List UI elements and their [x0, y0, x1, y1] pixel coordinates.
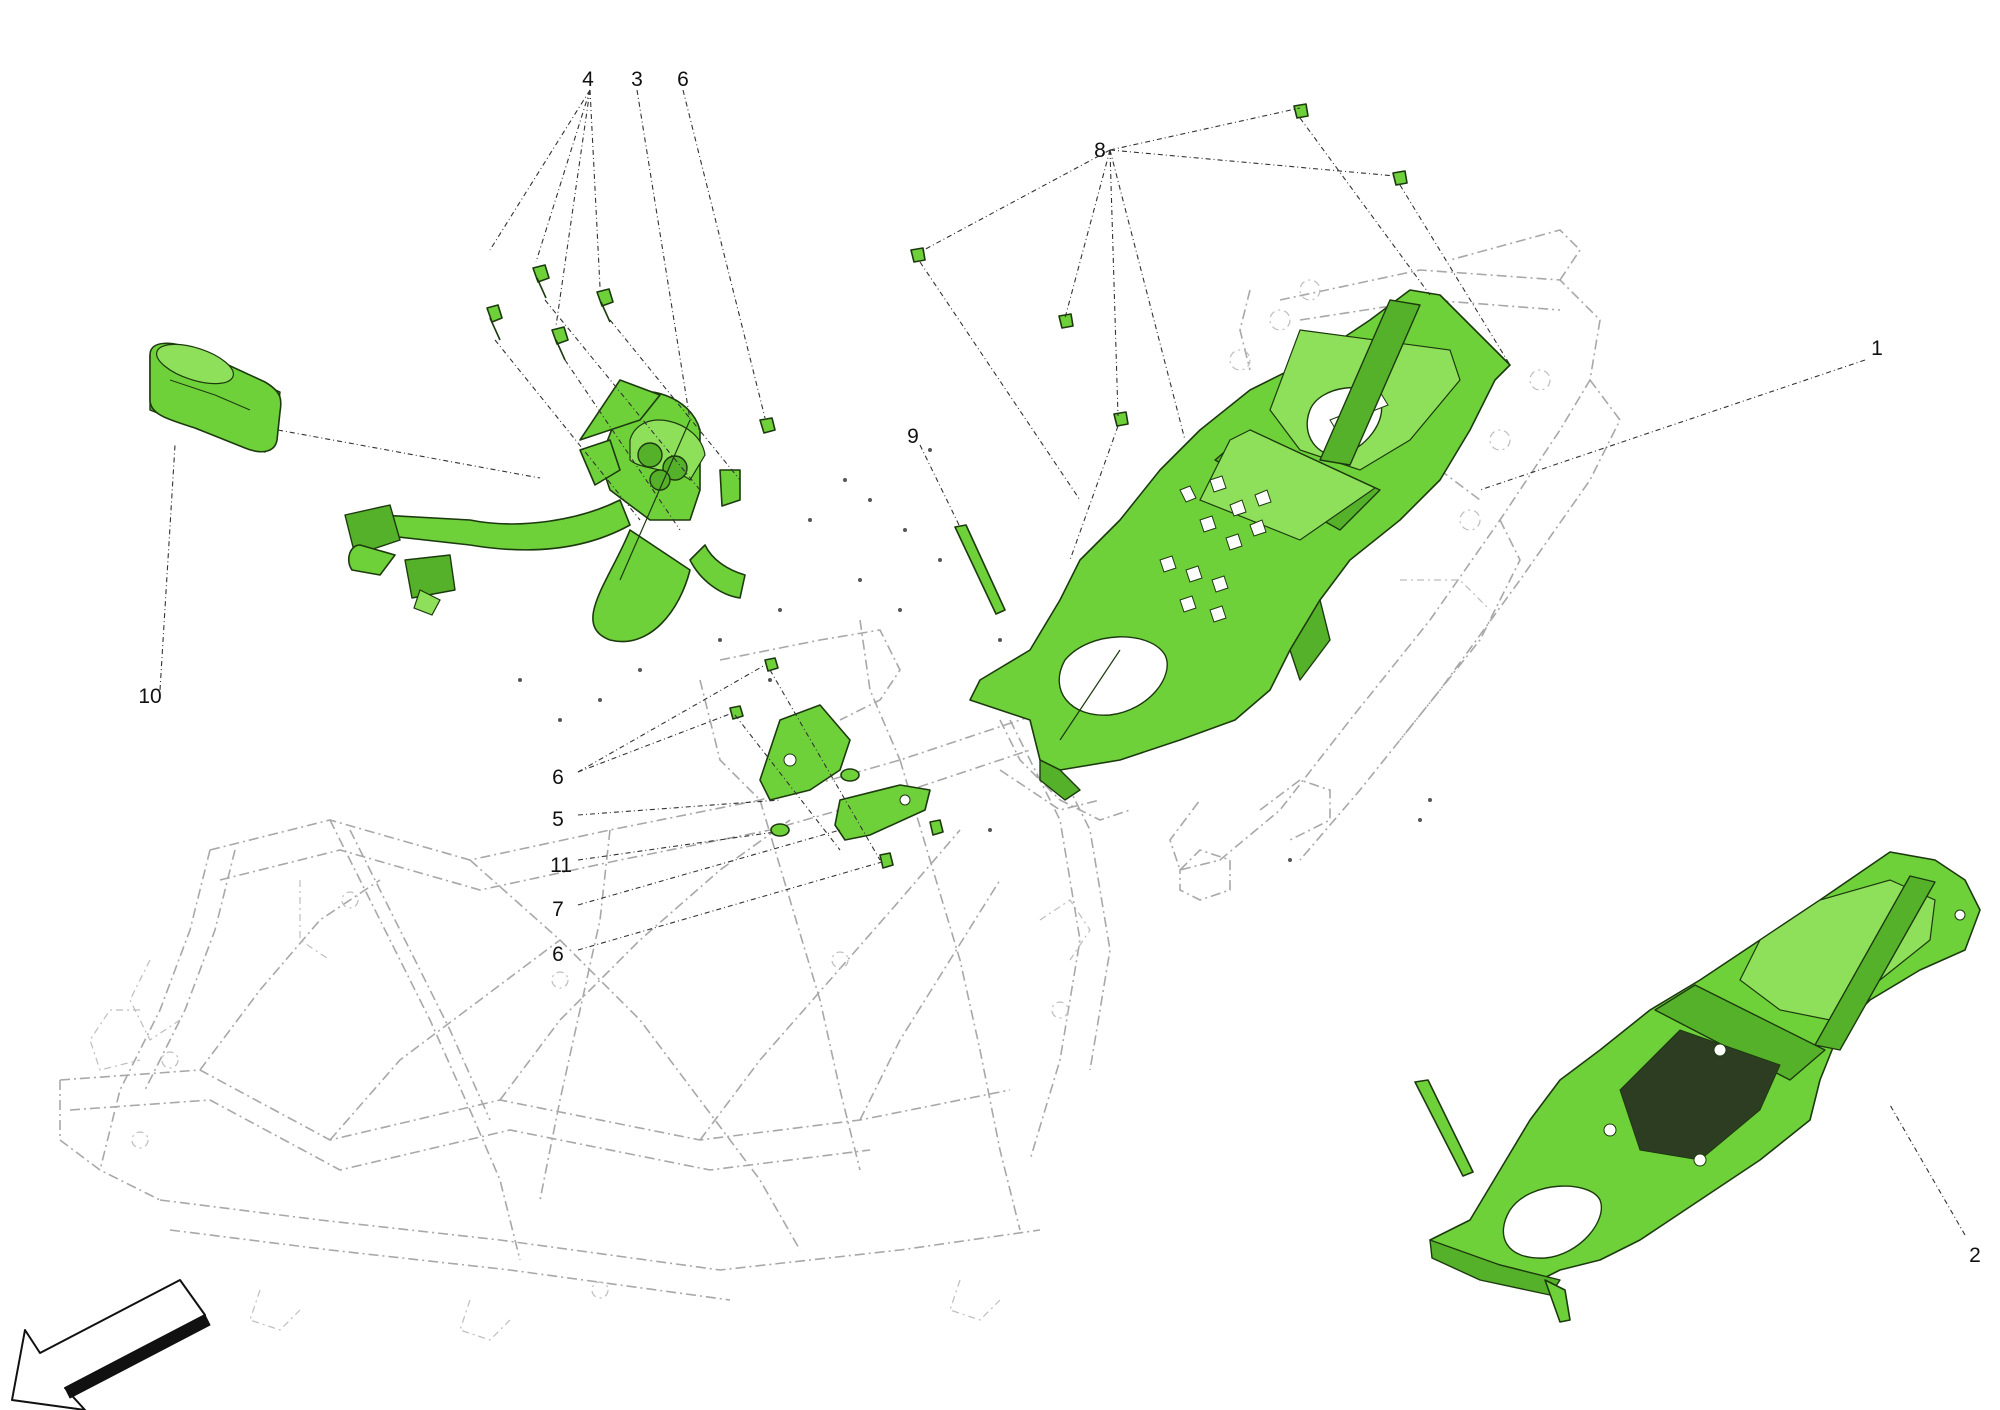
callout-8: 8 — [1094, 139, 1106, 162]
part-11-nuts — [770, 768, 860, 837]
part-5-bracket — [759, 704, 851, 801]
part-6-screws — [729, 417, 944, 869]
part-7-bracket-plate — [834, 784, 931, 841]
part-3-fuel-pump-assembly — [344, 379, 746, 643]
callout-11: 11 — [550, 854, 572, 877]
callout-9: 9 — [907, 425, 919, 448]
part-4-bolts — [486, 264, 614, 361]
callout-1: 1 — [1871, 337, 1883, 360]
part-9-rod — [954, 524, 1006, 615]
part-8-bolts — [910, 103, 1408, 427]
chassis-frame — [59, 619, 1111, 1341]
leader-lines — [159, 89, 1966, 1236]
rear-subframe — [999, 229, 1621, 901]
callout-6-top: 6 — [677, 68, 689, 91]
part-1-seat-pan — [969, 289, 1511, 801]
hardware-specks — [518, 448, 1432, 862]
callout-4: 4 — [582, 68, 594, 91]
callout-10: 10 — [138, 685, 161, 708]
callout-5: 5 — [552, 808, 564, 831]
callout-6-mid: 6 — [552, 766, 564, 789]
callout-6-bottom: 6 — [552, 943, 564, 966]
part-2-seat-pan-variant — [1414, 851, 1981, 1323]
part-10-twin-boot — [149, 342, 282, 453]
callout-7: 7 — [552, 898, 564, 921]
callout-labels: 4 3 6 8 1 9 10 6 5 11 7 6 2 — [138, 68, 1981, 1267]
callout-2: 2 — [1969, 1244, 1981, 1267]
callout-3: 3 — [631, 68, 643, 91]
arrow-front-left-icon — [11, 1279, 211, 1410]
